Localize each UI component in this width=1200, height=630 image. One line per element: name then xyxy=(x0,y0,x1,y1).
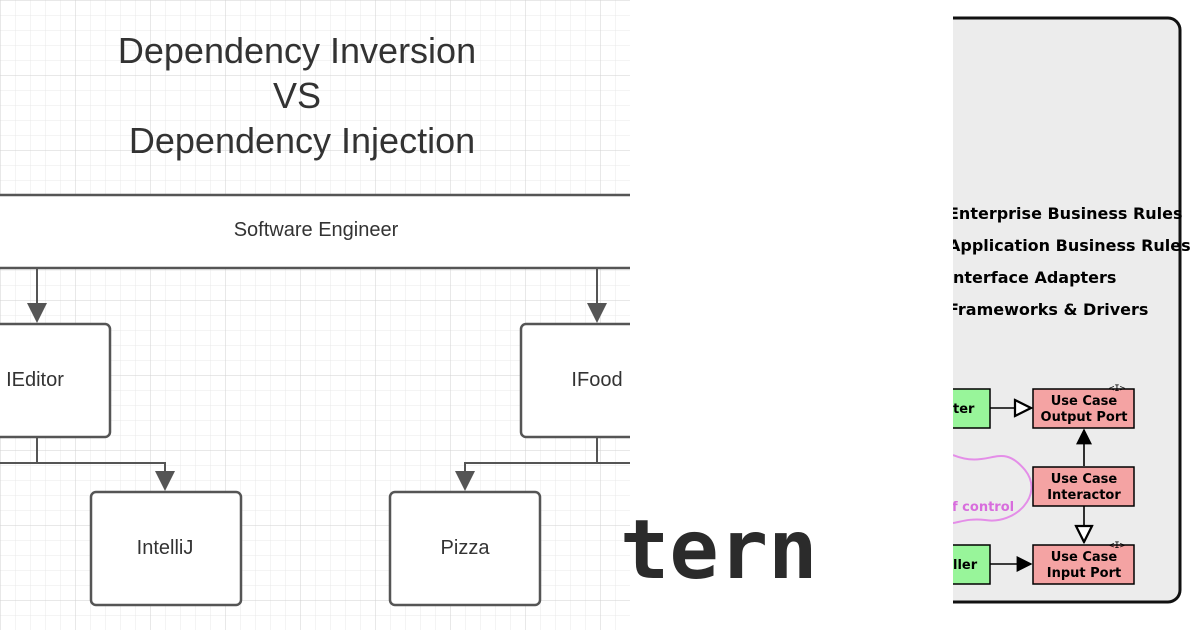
pizza-label: Pizza xyxy=(441,537,491,559)
layer-enterprise: Enterprise Business Rules xyxy=(948,204,1183,223)
output-port-interface-badge: <I> xyxy=(1109,384,1126,394)
clean-architecture-panel xyxy=(953,16,1182,604)
intellij-box: IntelliJ xyxy=(89,490,243,607)
layer-application: Application Business Rules xyxy=(948,236,1191,255)
layer-list: Enterprise Business Rules Application Bu… xyxy=(948,204,1191,319)
arrow-to-intellij xyxy=(36,437,175,491)
connectors xyxy=(0,268,630,491)
presenter-label: ter xyxy=(953,402,975,417)
input-port-line-1: Use Case xyxy=(1051,550,1118,565)
output-port-line-2: Output Port xyxy=(1041,410,1128,425)
right-diagram: Enterprise Business Rules Application Bu… xyxy=(948,16,1191,604)
right-arrows xyxy=(990,408,1084,572)
interactor-box: Use Case Interactor xyxy=(1032,466,1135,507)
interactor-line-2: Interactor xyxy=(1047,488,1121,503)
output-port-line-1: Use Case xyxy=(1051,394,1118,409)
arrow-to-pizza xyxy=(455,437,598,491)
layer-frameworks: Frameworks & Drivers xyxy=(948,300,1148,319)
controller-label: ller xyxy=(953,558,978,573)
ieditor-box: IEditor xyxy=(0,322,112,439)
diagram-title: Dependency Inversion VS Dependency Injec… xyxy=(118,30,476,161)
center-text-fragment: tern xyxy=(620,503,817,598)
title-line-1: Dependency Inversion xyxy=(118,30,476,71)
title-line-3: Dependency Injection xyxy=(129,120,475,161)
ifood-label: IFood xyxy=(571,369,622,391)
intellij-label: IntelliJ xyxy=(137,537,194,559)
layer-interface: nterface Adapters xyxy=(953,268,1116,287)
left-diagram: Dependency Inversion VS Dependency Injec… xyxy=(0,0,630,630)
flow-of-control-label: f control xyxy=(952,500,1014,515)
interactor-line-1: Use Case xyxy=(1051,472,1118,487)
presenter-box: ter xyxy=(953,388,991,429)
input-port-line-2: Input Port xyxy=(1047,566,1121,581)
input-port-interface-badge: <I> xyxy=(1109,541,1126,551)
software-engineer-bar: Software Engineer xyxy=(0,193,630,270)
controller-box: ller xyxy=(953,544,991,585)
ieditor-label: IEditor xyxy=(6,369,64,391)
input-port-box: Use Case Input Port <I> xyxy=(1032,541,1135,585)
pizza-box: Pizza xyxy=(388,490,542,607)
title-line-2: VS xyxy=(273,75,321,116)
flow-of-control-curve xyxy=(953,454,1033,524)
software-engineer-label: Software Engineer xyxy=(234,219,399,241)
ifood-box: IFood xyxy=(519,322,630,439)
output-port-box: Use Case Output Port <I> xyxy=(1032,384,1135,429)
